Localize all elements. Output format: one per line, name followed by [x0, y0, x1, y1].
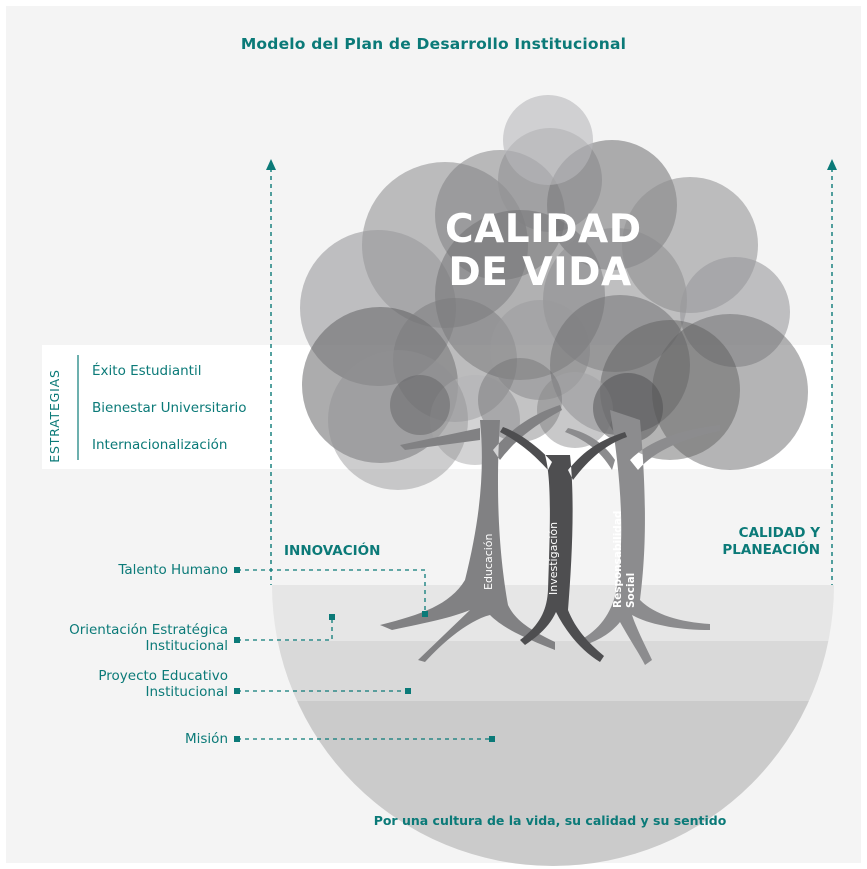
foundation-mision-line1: Misión	[185, 731, 228, 747]
strategy-item-bienestar: Bienestar Universitario	[92, 400, 247, 416]
trunk-social	[565, 410, 720, 665]
dot-proyecto-start	[234, 688, 240, 694]
foundation-mision: Misión	[8, 731, 228, 747]
quality-planning-label: CALIDAD Y PLANEACIÓN	[680, 525, 820, 559]
foundation-talento-line1: Talento Humano	[118, 562, 228, 578]
quality-planning-line2: PLANEACIÓN	[722, 542, 820, 558]
quality-planning-line1: CALIDAD Y	[738, 525, 820, 541]
trunk-research	[500, 427, 627, 662]
dot-talento-end	[422, 611, 428, 617]
foundation-orientacion-line2: Institucional	[145, 638, 228, 654]
central-title-line2: DE VIDA	[448, 250, 632, 295]
strategies-header: ESTRATEGIAS	[47, 369, 62, 463]
dot-talento-start	[234, 567, 240, 573]
quality-arrow-head-icon	[827, 159, 837, 170]
trunk-label-research: Investigación	[547, 522, 560, 595]
trunk-label-social-2: Social	[625, 573, 637, 608]
page-title: Modelo del Plan de Desarrollo Institucio…	[240, 35, 627, 53]
band-mision	[272, 701, 834, 866]
foundation-orientacion: Orientación Estratégica Institucional	[8, 622, 228, 654]
dot-mision-end	[489, 736, 495, 742]
footer-tagline: Por una cultura de la vida, su calidad y…	[373, 813, 727, 828]
connectors	[237, 569, 492, 740]
connector-dots	[234, 567, 495, 742]
central-title-line1: CALIDAD	[445, 207, 642, 252]
innovation-arrow-head-icon	[266, 159, 276, 170]
dot-orientacion-end	[329, 614, 335, 620]
innovation-label: INNOVACIÓN	[284, 543, 381, 559]
strategy-item-exito: Éxito Estudiantil	[92, 363, 202, 379]
foundation-orientacion-line1: Orientación Estratégica	[69, 622, 228, 638]
trunks	[380, 405, 720, 665]
trunk-label-education: Educación	[482, 533, 495, 590]
connector-talento	[237, 569, 426, 613]
arrow-lines	[270, 168, 833, 585]
foundation-talento: Talento Humano	[8, 562, 228, 578]
foundation-proyecto-line2: Institucional	[145, 684, 228, 700]
trunk-label-social-1: Responsabilidad	[612, 511, 624, 608]
dot-orientacion-start	[234, 637, 240, 643]
foundation-proyecto-line1: Proyecto Educativo	[98, 668, 228, 684]
dot-proyecto-end	[405, 688, 411, 694]
dot-mision-start	[234, 736, 240, 742]
foundation-proyecto: Proyecto Educativo Institucional	[8, 668, 228, 700]
trunk-education	[380, 405, 562, 662]
strategy-item-internacionalizacion: Internacionalización	[92, 437, 228, 453]
canopy	[300, 95, 808, 490]
central-title: CALIDAD DE VIDA	[445, 207, 642, 295]
